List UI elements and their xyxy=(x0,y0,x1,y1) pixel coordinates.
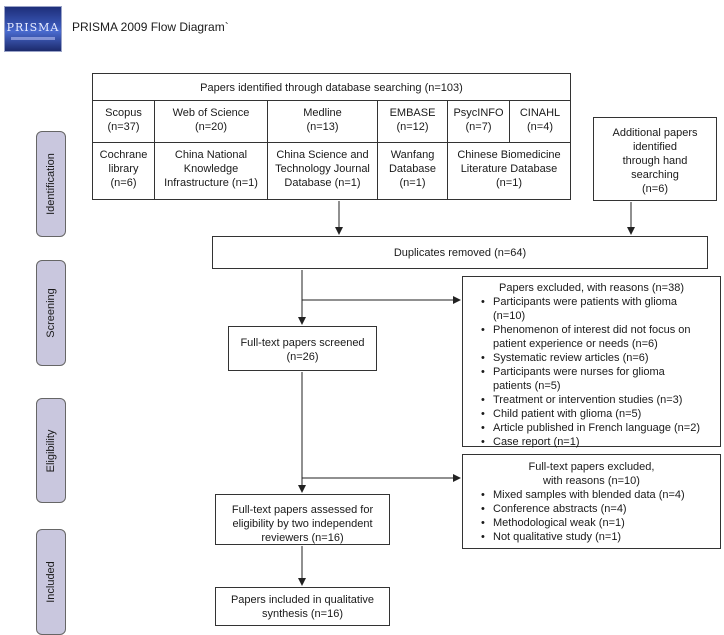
stage-tab-screening: Screening xyxy=(36,260,66,366)
db-cell-sinomed: Chinese Biomedicine Literature Database … xyxy=(447,142,571,200)
box-line: Full-text papers screened xyxy=(240,337,365,349)
box-title: with reasons (n=10) xyxy=(543,475,640,487)
list-item: Phenomenon of interest did not focus onp… xyxy=(481,323,716,351)
list-item: Conference abstracts (n=4) xyxy=(481,502,716,516)
box-line: Papers included in qualitative xyxy=(230,594,375,606)
stage-tab-eligibility: Eligibility xyxy=(36,398,66,503)
list-item: Mixed samples with blended data (n=4) xyxy=(481,488,716,502)
db-line: China Science and xyxy=(276,149,369,161)
excluded-fulltext-box: Full-text papers excluded, with reasons … xyxy=(462,454,721,549)
db-line: Database xyxy=(388,163,437,175)
excluded-screening-list: Participants were patients with glioma(n… xyxy=(479,295,716,449)
db-cell-cochrane: Cochrane library (n=6) xyxy=(92,142,155,200)
db-line: China National xyxy=(174,149,248,161)
db-cell-wanfang: Wanfang Database (n=1) xyxy=(377,142,448,200)
db-cell-cinahl: CINAHL (n=4) xyxy=(509,100,571,143)
box-line: (n=26) xyxy=(286,351,319,363)
list-item: Case report (n=1) xyxy=(481,435,716,449)
logo-stripe xyxy=(11,37,55,40)
list-item: Participants were patients with glioma(n… xyxy=(481,295,716,323)
db-count: (n=12) xyxy=(396,121,429,133)
list-item: Methodological weak (n=1) xyxy=(481,516,716,530)
db-line: (n=6) xyxy=(110,177,137,189)
db-count: (n=20) xyxy=(194,121,228,133)
db-name: Web of Science xyxy=(172,107,250,119)
db-line: library xyxy=(108,163,139,175)
database-search-header: Papers identified through database searc… xyxy=(92,73,571,101)
box-title: Full-text papers excluded, xyxy=(528,461,655,473)
prisma-logo: PRISMA xyxy=(4,6,62,52)
box-line: Additional papers xyxy=(612,127,698,139)
db-name: CINAHL xyxy=(519,107,561,119)
box-line: Duplicates removed (n=64) xyxy=(393,247,527,259)
db-line: Knowledge xyxy=(183,163,239,175)
list-item: Treatment or intervention studies (n=3) xyxy=(481,393,716,407)
list-item: Not qualitative study (n=1) xyxy=(481,530,716,544)
list-item: Systematic review articles (n=6) xyxy=(481,351,716,365)
db-line: Chinese Biomedicine xyxy=(457,149,561,161)
box-line: reviewers (n=16) xyxy=(261,532,344,544)
assessed-box: Full-text papers assessed for eligibilit… xyxy=(215,494,390,545)
db-cell-psycinfo: PsycINFO (n=7) xyxy=(447,100,510,143)
db-cell-scopus: Scopus (n=37) xyxy=(92,100,155,143)
stage-tab-identification: Identification xyxy=(36,131,66,237)
db-count: (n=7) xyxy=(465,121,492,133)
box-line: synthesis (n=16) xyxy=(261,608,343,620)
db-name: PsycINFO xyxy=(453,107,504,119)
additional-papers-box: Additional papers identified through han… xyxy=(593,117,717,201)
logo-text: PRISMA xyxy=(6,21,60,34)
list-item: Participants were nurses for gliomapatie… xyxy=(481,365,716,393)
stage-tab-included: Included xyxy=(36,529,66,635)
db-line: (n=1) xyxy=(496,177,522,189)
db-count: (n=4) xyxy=(527,121,553,133)
list-item: Article published in French language (n=… xyxy=(481,421,716,435)
db-line: (n=1) xyxy=(399,177,426,189)
db-line: Literature Database xyxy=(460,163,558,175)
box-line: eligibility by two independent xyxy=(232,518,373,530)
fulltext-screened-box: Full-text papers screened (n=26) xyxy=(228,326,377,371)
db-cell-vip: China Science and Technology Journal Dat… xyxy=(267,142,378,200)
db-line: Infrastructure (n=1) xyxy=(164,177,258,189)
box-line: Full-text papers assessed for xyxy=(231,504,374,516)
page-title: PRISMA 2009 Flow Diagram` xyxy=(72,20,229,34)
box-line: identified xyxy=(632,141,678,153)
db-count: (n=37) xyxy=(107,121,140,133)
excluded-fulltext-list: Mixed samples with blended data (n=4) Co… xyxy=(479,488,716,544)
db-name: EMBASE xyxy=(389,107,436,119)
box-line: searching xyxy=(631,169,679,181)
db-line: Wanfang xyxy=(390,149,435,161)
database-search-title: Papers identified through database searc… xyxy=(200,82,463,94)
list-item: Child patient with glioma (n=5) xyxy=(481,407,716,421)
db-cell-embase: EMBASE (n=12) xyxy=(377,100,448,143)
db-count: (n=13) xyxy=(306,121,339,133)
db-name: Scopus xyxy=(105,107,142,119)
box-title: Papers excluded, with reasons (n=38) xyxy=(499,282,684,294)
db-line: Cochrane xyxy=(99,149,148,161)
db-name: Medline xyxy=(303,107,342,119)
db-cell-web-of-science: Web of Science (n=20) xyxy=(154,100,268,143)
included-box: Papers included in qualitative synthesis… xyxy=(215,587,390,626)
box-line: (n=6) xyxy=(642,183,668,195)
db-cell-cnki: China National Knowledge Infrastructure … xyxy=(154,142,268,200)
db-line: Technology Journal xyxy=(275,163,370,175)
duplicates-removed-box: Duplicates removed (n=64) xyxy=(212,236,708,269)
excluded-screening-box: Papers excluded, with reasons (n=38) Par… xyxy=(462,276,721,449)
db-line: Database (n=1) xyxy=(284,177,361,189)
box-line: through hand xyxy=(622,155,688,167)
